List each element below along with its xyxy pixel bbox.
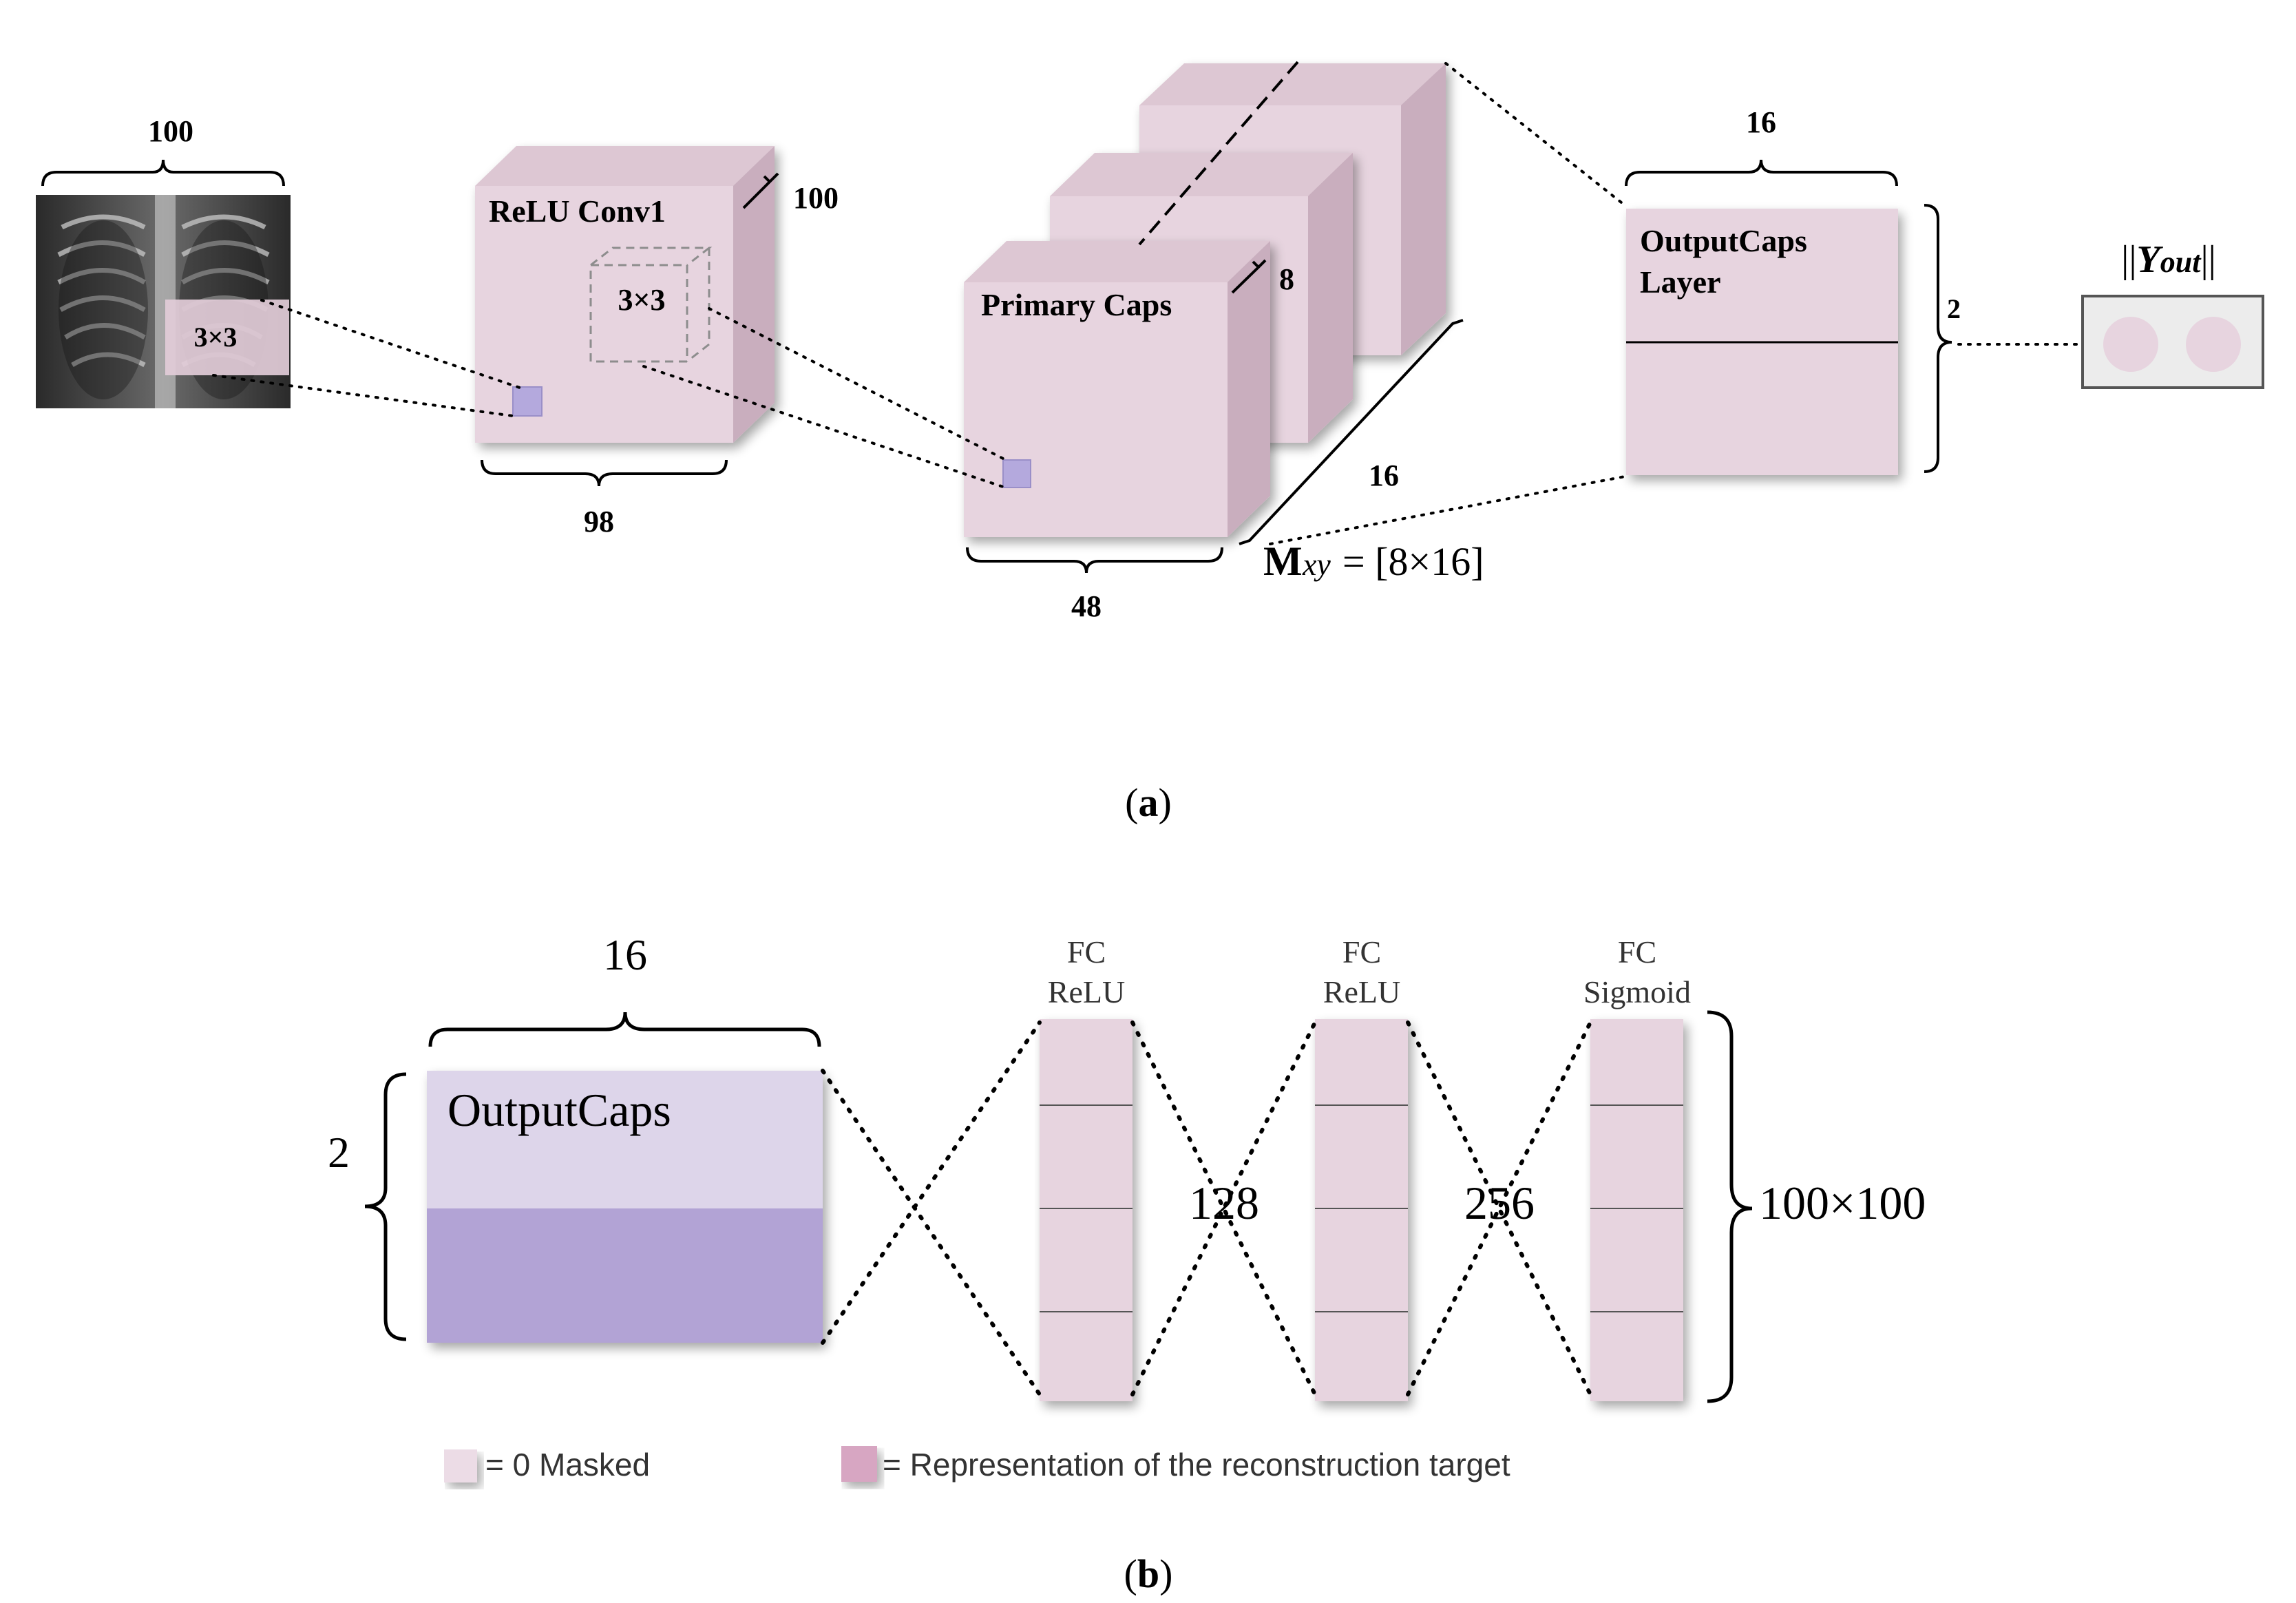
fc-layer-2 [1315, 1019, 1408, 1401]
fc-layer-1-activation: ReLU [1048, 974, 1125, 1009]
output-size-brace [1707, 1010, 1753, 1403]
input-kernel-window [165, 300, 289, 375]
output-size-label: 100×100 [1759, 1177, 1926, 1229]
legend-target-swatch [841, 1446, 877, 1482]
input-width-label: 100 [148, 114, 193, 148]
fc-between-label-2: 256 [1464, 1177, 1535, 1229]
weight-matrix-label: M xy = [8×16] [1263, 538, 1484, 584]
conv1-width-label: 98 [584, 505, 614, 538]
conv1-kernel-cube [589, 247, 713, 363]
primary-caps-stack-dashes [1138, 61, 1299, 246]
output-vector-box [2081, 295, 2264, 389]
outputcaps-b-width-brace [428, 1012, 821, 1047]
conv1-activation-square [512, 386, 543, 417]
outputcaps-width-brace [1625, 159, 1898, 187]
primary-caps-width-label: 48 [1071, 589, 1102, 623]
outputcaps-height-brace [1924, 204, 1952, 473]
weight-matrix-subscript: xy [1302, 547, 1331, 582]
caption-b: (b) [1124, 1551, 1173, 1596]
output-vector-label: ||Yout|| [2121, 238, 2216, 281]
primary-caps-depth-label: 8 [1279, 262, 1294, 296]
output-vector-node-1 [2103, 317, 2158, 372]
primary-caps-title: Primary Caps [981, 287, 1172, 322]
primary-caps-stack-brace [1239, 319, 1464, 545]
fc-layer-3-type: FC [1618, 934, 1656, 970]
outputcaps-target-row [427, 1208, 823, 1343]
outputcaps-title-line2: Layer [1640, 264, 1721, 300]
fc-between-label-1: 128 [1189, 1177, 1259, 1229]
fc-layer-1-type: FC [1067, 934, 1106, 970]
conv1-depth-tick [742, 172, 779, 209]
primary-to-outputcaps-connectors [1269, 62, 1626, 545]
legend-target-text: = Representation of the reconstruction t… [883, 1447, 1510, 1482]
caption-a: (a) [1125, 780, 1172, 825]
outputcaps-title-line1: OutputCaps [1640, 223, 1807, 258]
conv1-width-brace [481, 459, 728, 487]
outputcaps-width-label: 16 [1746, 105, 1776, 139]
legend-masked-text: = 0 Masked [485, 1447, 650, 1482]
weight-matrix-symbol: M [1263, 538, 1303, 584]
legend-masked-swatch [444, 1449, 477, 1482]
outputcaps-b-width-label: 16 [603, 930, 647, 979]
part-b: OutputCaps 16 2 FC ReLU FC ReLU FC Sigmo… [328, 930, 1926, 1596]
conv1-kernel-label: 3×3 [618, 283, 665, 317]
input-to-conv1-connectors [212, 299, 521, 417]
conv1-to-primary-connectors [642, 307, 1010, 489]
primary-caps-depth-tick [1231, 259, 1267, 294]
primary-caps-activation-square [1002, 459, 1031, 488]
fc-crossing-connectors [821, 1020, 1592, 1396]
conv1-title: ReLU Conv1 [489, 193, 666, 229]
part-a: 3×3 100 ReLU Conv1 3×3 100 98 [36, 61, 2264, 825]
weight-matrix-value: = [8×16] [1342, 539, 1484, 584]
fc-layer-3-activation: Sigmoid [1583, 974, 1691, 1009]
outputcaps-block [427, 1071, 823, 1343]
primary-caps-stack-label: 16 [1369, 459, 1399, 492]
conv1-depth-label: 100 [793, 181, 839, 215]
fc-layer-2-type: FC [1342, 934, 1381, 970]
outputcaps-masked-row [427, 1071, 823, 1208]
input-xray-image: 3×3 [36, 195, 291, 408]
fc-layer-2-activation: ReLU [1323, 974, 1400, 1009]
input-width-brace [41, 159, 285, 187]
outputcaps-height-label: 2 [1947, 293, 1961, 324]
fc-layer-3 [1590, 1019, 1683, 1401]
input-kernel-label: 3×3 [194, 322, 238, 353]
primary-caps-width-brace [966, 547, 1223, 574]
legend: = 0 Masked = Representation of the recon… [444, 1446, 1510, 1482]
outputcaps-b-height-label: 2 [328, 1128, 350, 1177]
primary-caps-cube-front [964, 241, 1270, 537]
fc-layer-1 [1040, 1019, 1133, 1401]
outputcaps-b-title: OutputCaps [447, 1084, 671, 1136]
outputcaps-b-height-brace [364, 1072, 407, 1341]
output-vector-node-2 [2186, 317, 2241, 372]
